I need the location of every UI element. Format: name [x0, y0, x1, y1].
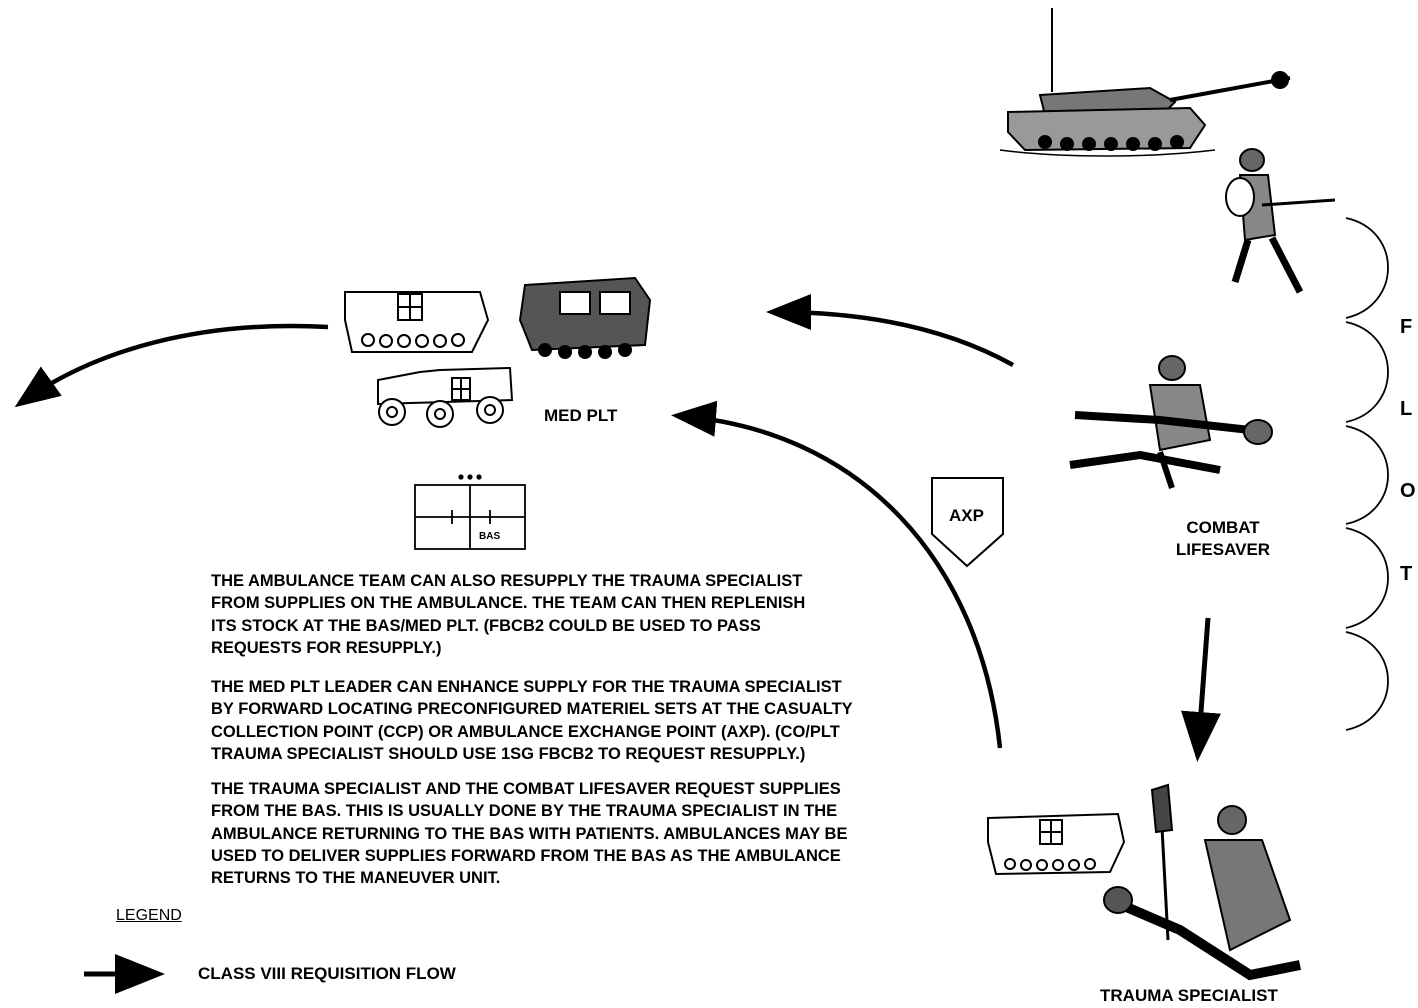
med-plt-label: MED PLT	[544, 406, 618, 425]
flot-letter-l: L	[1400, 398, 1413, 420]
paragraph-line: FROM SUPPLIES ON THE AMBULANCE. THE TEAM…	[211, 594, 806, 613]
flot-letter-o: O	[1400, 480, 1416, 502]
flow-arrow-trauma-to-medplt	[671, 400, 1003, 749]
axp-symbol	[931, 477, 1004, 568]
paragraph-line: AMBULANCE RETURNING TO THE BAS WITH PATI…	[211, 824, 848, 843]
paragraph-line: USED TO DELIVER SUPPLIES FORWARD FROM TH…	[211, 846, 841, 865]
paragraph-line: BY FORWARD LOCATING PRECONFIGURED MATERI…	[211, 700, 853, 719]
bas-unit-symbol	[414, 484, 526, 550]
paragraph-line: THE AMBULANCE TEAM CAN ALSO RESUPPLY THE…	[211, 572, 803, 590]
flot-letter-t: T	[1400, 563, 1413, 585]
axp-label: AXP	[949, 506, 984, 525]
paragraph-trauma-specialist: THE TRAUMA SPECIALIST AND THE COMBAT LIF…	[211, 778, 971, 889]
flow-arrow-lifesaver-to-trauma	[1181, 617, 1221, 762]
bas-label: BAS	[479, 531, 501, 542]
paragraph-line: ITS STOCK AT THE BAS/MED PLT. (FBCB2 COU…	[211, 616, 761, 635]
bas-size-dots	[458, 474, 482, 480]
hmmwv-ambulance-illustration	[377, 366, 514, 428]
combat-lifesaver-line-2: LIFESAVER	[1175, 540, 1271, 559]
combat-lifesaver-illustration	[1069, 355, 1273, 489]
legend-title: LEGEND	[116, 907, 182, 924]
trauma-specialist-illustration	[1103, 783, 1301, 981]
trauma-specialist-label: TRAUMA SPECIALIST	[1100, 986, 1278, 1005]
paragraph-line: RETURNS TO THE MANEUVER UNIT.	[211, 869, 501, 888]
flot-brackets	[1345, 217, 1389, 731]
flow-arrow-lifesaver-to-medplt	[766, 294, 1015, 367]
soldier-illustration	[1225, 148, 1336, 294]
paragraph-med-plt-leader: THE MED PLT LEADER CAN ENHANCE SUPPLY FO…	[211, 676, 971, 765]
paragraph-line: FROM THE BAS. THIS IS USUALLY DONE BY TH…	[211, 802, 838, 821]
combat-lifesaver-line-1: COMBAT	[1186, 518, 1260, 537]
flot-letter-f: F	[1400, 316, 1413, 338]
legend-item-label: CLASS VIII REQUISITION FLOW	[198, 964, 456, 983]
flow-arrow-medplt-to-rear	[14, 323, 329, 408]
forward-ambulance-illustration	[987, 812, 1126, 876]
tank-illustration	[999, 8, 1291, 157]
paragraph-ambulance-team: THE AMBULANCE TEAM CAN ALSO RESUPPLY THE…	[211, 570, 971, 659]
paragraph-line: REQUESTS FOR RESUPPLY.)	[211, 638, 442, 657]
paragraph-line: COLLECTION POINT (CCP) OR AMBULANCE EXCH…	[211, 722, 840, 741]
paragraph-line: TRAUMA SPECIALIST SHOULD USE 1SG FBCB2 T…	[211, 744, 806, 763]
paragraph-line: THE TRAUMA SPECIALIST AND THE COMBAT LIF…	[211, 780, 841, 798]
armored-ambulance-illustration	[344, 291, 490, 353]
paragraph-line: THE MED PLT LEADER CAN ENHANCE SUPPLY FO…	[211, 678, 842, 696]
tracked-vehicle-illustration	[518, 276, 652, 359]
combat-lifesaver-label: COMBAT LIFESAVER	[1168, 517, 1278, 561]
